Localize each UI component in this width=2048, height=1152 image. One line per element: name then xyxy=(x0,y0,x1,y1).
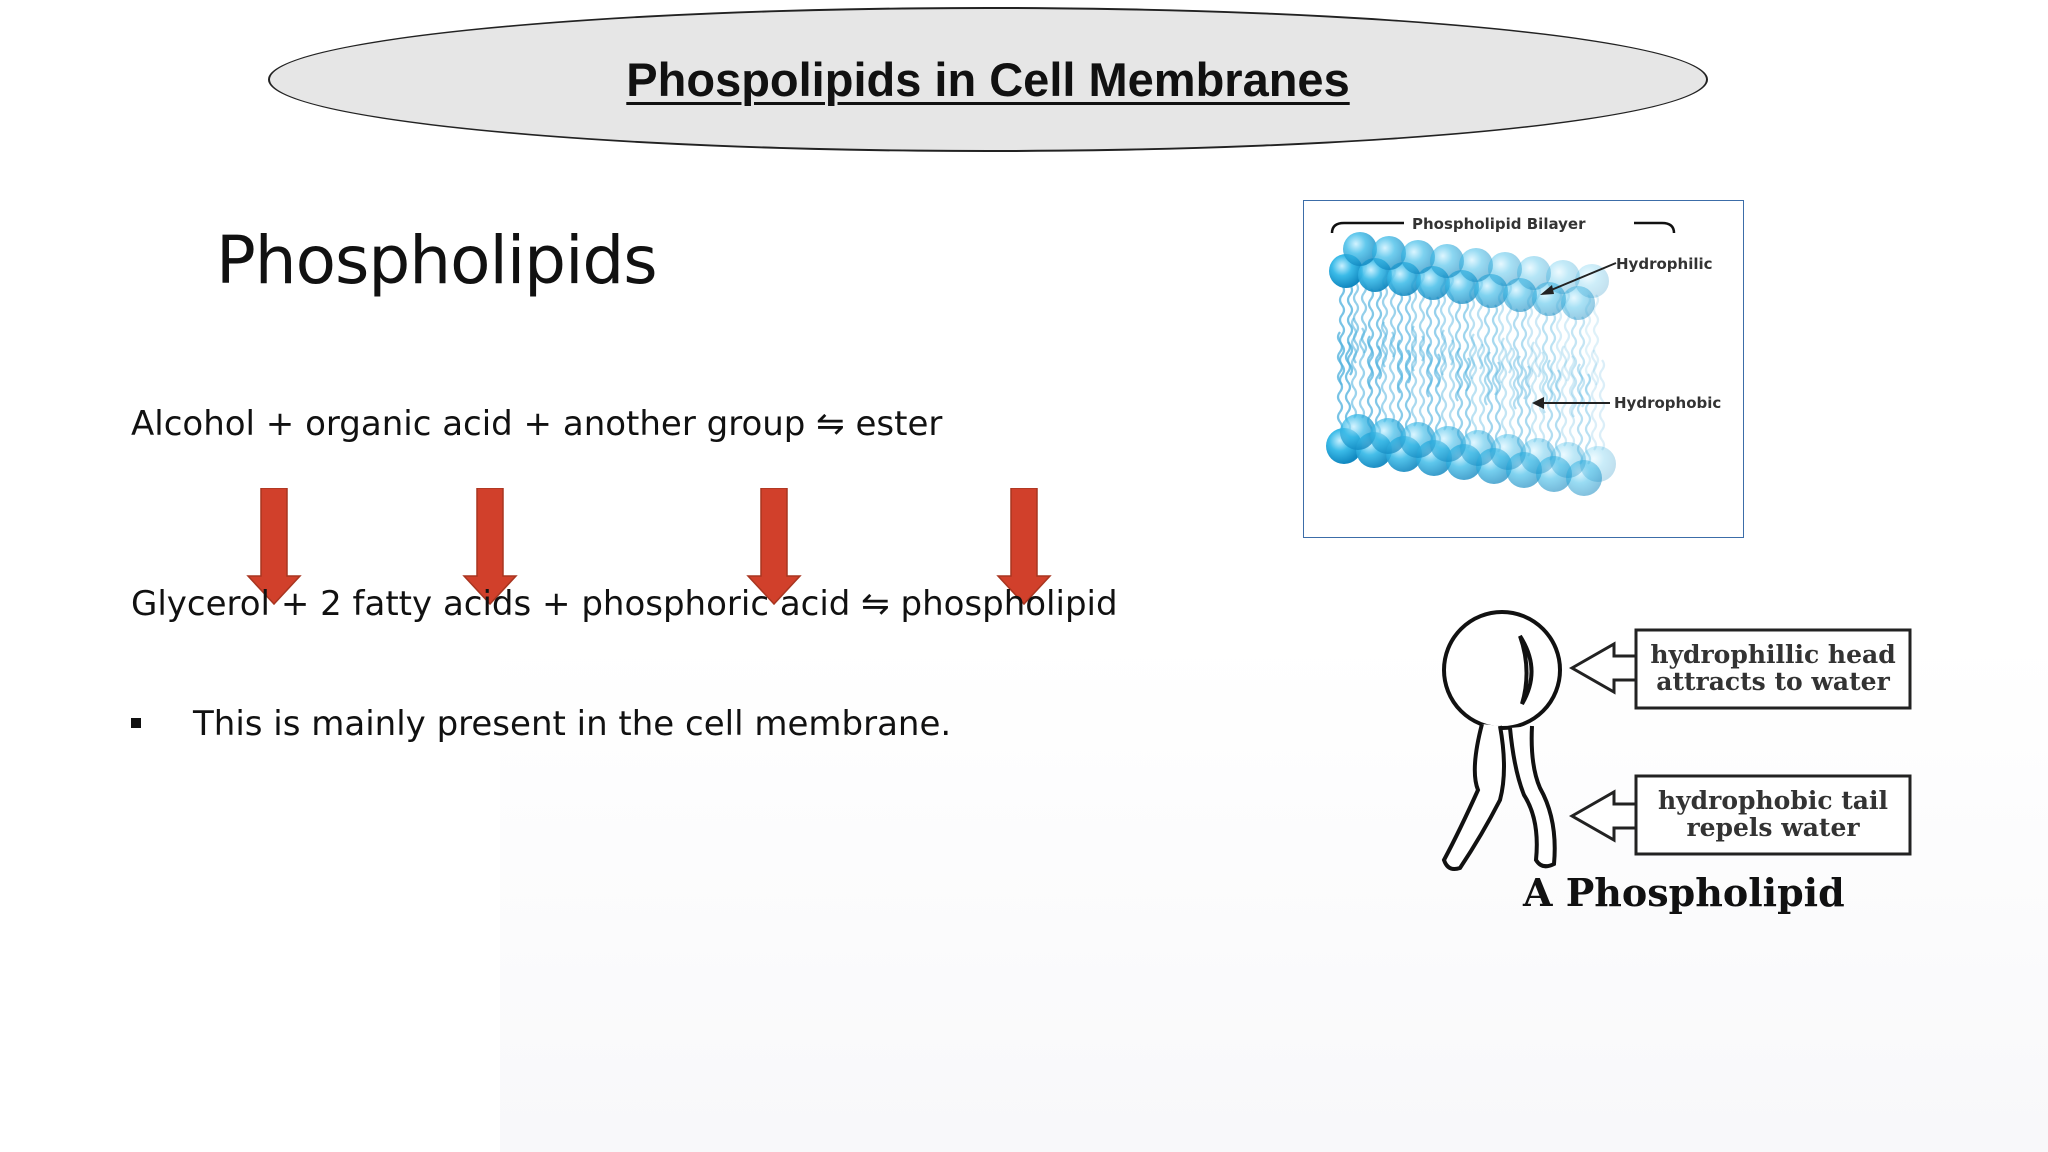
phospholipid-equation: Glycerol + 2 fatty acids + phosphoric ac… xyxy=(131,584,1118,624)
hydrophilic-label: Hydrophilic xyxy=(1616,255,1713,273)
bullet-item: This is mainly present in the cell membr… xyxy=(131,704,951,744)
tail-label-line2: repels water xyxy=(1686,813,1860,842)
lipid-tail xyxy=(1530,341,1538,443)
down-arrow-icon xyxy=(996,488,1052,606)
lipid-head xyxy=(1430,426,1466,462)
down-arrow-icon xyxy=(246,488,302,606)
tail-label-line1: hydrophobic tail xyxy=(1658,786,1888,815)
lipid-head xyxy=(1370,418,1406,454)
phospholipid-tail-left xyxy=(1441,723,1506,871)
lipid-head xyxy=(1575,264,1609,298)
background-shade xyxy=(500,640,2048,1152)
section-heading: Phospholipids xyxy=(216,222,658,299)
bullet-text: This is mainly present in the cell membr… xyxy=(193,704,952,744)
lipid-tail xyxy=(1584,373,1592,465)
lipid-tail xyxy=(1524,365,1532,457)
lipid-tail xyxy=(1448,339,1456,431)
lipid-tail xyxy=(1549,312,1557,404)
lipid-tail xyxy=(1346,284,1354,376)
lipid-tail xyxy=(1570,316,1578,418)
bilayer-illustration: Phospholipid Bilayer Hydrophilic Hydroph… xyxy=(1326,215,1721,496)
lipid-tail xyxy=(1568,355,1576,447)
tail-pointer-arrow-icon xyxy=(1568,789,1638,843)
lipid-tail xyxy=(1336,331,1344,433)
lipid-tail xyxy=(1462,300,1470,392)
lipid-tail xyxy=(1404,349,1412,441)
lipid-head xyxy=(1520,438,1556,474)
head-label-box xyxy=(1634,628,1912,710)
lipid-tail xyxy=(1418,335,1426,427)
bilayer-figure: Phospholipid Bilayer Hydrophilic Hydroph… xyxy=(1303,200,1744,538)
lipid-head xyxy=(1550,442,1586,478)
lipid-tail xyxy=(1590,349,1598,451)
head-label-line1: hydrophillic head xyxy=(1650,640,1895,669)
lipid-head xyxy=(1340,414,1376,450)
lipid-tail xyxy=(1592,294,1600,386)
down-arrow-icon xyxy=(462,488,518,606)
lipid-head xyxy=(1430,244,1464,278)
lipid-tail xyxy=(1598,359,1606,451)
title-oval: Phospolipids in Cell Membranes xyxy=(268,7,1708,152)
lipid-head xyxy=(1517,256,1551,290)
lipid-tail xyxy=(1440,329,1448,431)
hydrophobic-label: Hydrophobic xyxy=(1614,394,1721,412)
head-pointer-arrow-icon xyxy=(1568,641,1638,695)
lipid-head xyxy=(1488,252,1522,286)
lipid-tail xyxy=(1560,345,1568,447)
bilayer-top-label: Phospholipid Bilayer xyxy=(1412,215,1586,233)
lipid-head xyxy=(1459,248,1493,282)
lipid-head xyxy=(1580,446,1616,482)
bullet-square-icon xyxy=(131,717,141,728)
lipid-head xyxy=(1400,422,1436,458)
lipid-tail xyxy=(1380,321,1388,423)
lipid-head xyxy=(1460,430,1496,466)
lipid-head xyxy=(1343,232,1377,266)
lipid-tail xyxy=(1520,308,1528,400)
phospholipid-head xyxy=(1442,610,1562,730)
lipid-tail xyxy=(1578,316,1586,408)
lipid-head xyxy=(1546,260,1580,294)
lipid-tail xyxy=(1508,347,1516,439)
lipid-tail xyxy=(1478,343,1486,435)
lipid-tail xyxy=(1388,331,1396,423)
lipid-tail xyxy=(1433,296,1441,388)
phospholipid-tail-right xyxy=(1508,725,1557,869)
lipid-tail xyxy=(1350,317,1358,419)
lipid-tail xyxy=(1374,345,1382,437)
lipid-head xyxy=(1401,240,1435,274)
head-label-line2: attracts to water xyxy=(1656,667,1890,696)
phospholipid-diagram: hydrophillic head attracts to water hydr… xyxy=(1441,610,1912,871)
lipid-tail xyxy=(1344,341,1352,433)
lipid-tail xyxy=(1470,333,1478,435)
lipid-tail xyxy=(1500,337,1508,439)
lipid-head xyxy=(1490,434,1526,470)
tail-label-box xyxy=(1634,774,1912,856)
lipid-tail xyxy=(1491,304,1499,396)
lipid-tail xyxy=(1338,284,1346,386)
lipid-tail xyxy=(1483,304,1491,406)
lipid-tail xyxy=(1464,357,1472,449)
down-arrow-icon xyxy=(746,488,802,606)
lipid-tail xyxy=(1410,325,1418,427)
lipid-tail xyxy=(1434,353,1442,445)
lipid-tail xyxy=(1512,308,1520,410)
slide-title: Phospolipids in Cell Membranes xyxy=(626,53,1350,106)
lipid-tail xyxy=(1494,361,1502,453)
general-equation: Alcohol + organic acid + another group ⇋… xyxy=(131,404,943,444)
lipid-tail xyxy=(1541,312,1549,414)
lipid-heads xyxy=(1326,232,1616,496)
phospholipid-caption: A Phospholipid xyxy=(1523,870,1845,915)
lipid-tail xyxy=(1358,327,1366,419)
lipid-tail xyxy=(1554,369,1562,461)
lipid-head xyxy=(1372,236,1406,270)
